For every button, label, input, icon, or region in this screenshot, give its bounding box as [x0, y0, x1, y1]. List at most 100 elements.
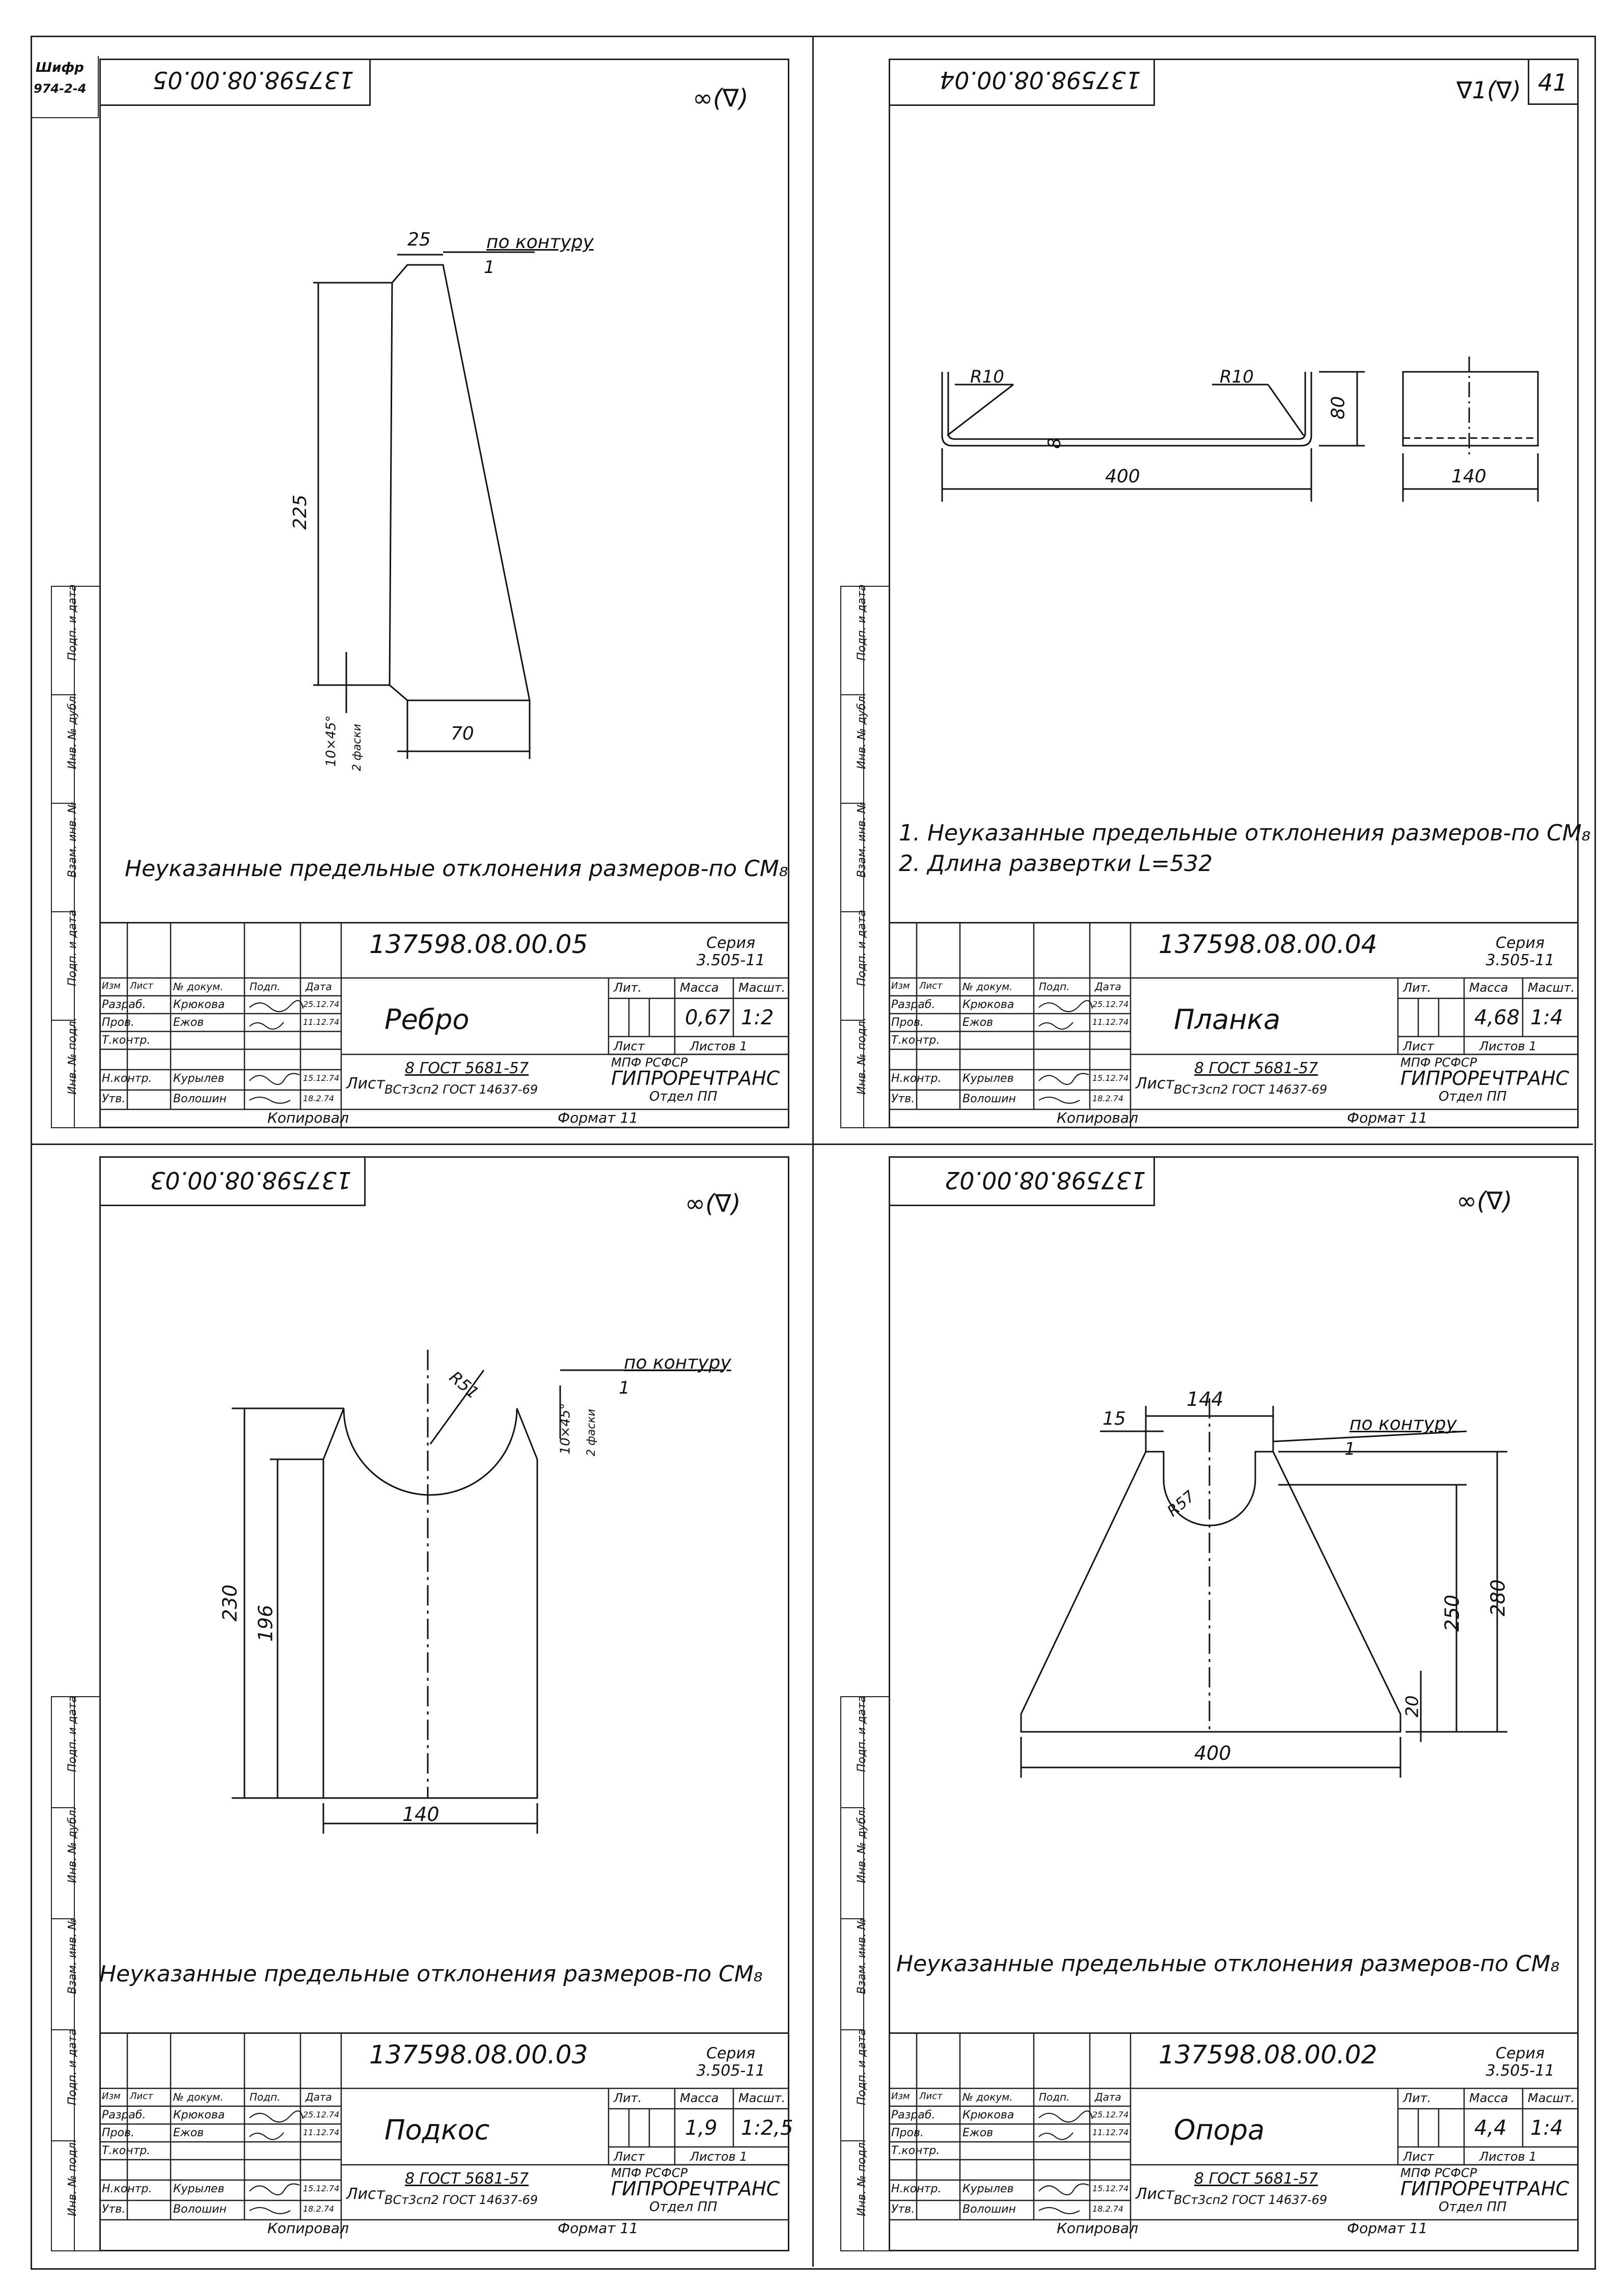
format-label: Формат 11: [558, 2220, 639, 2237]
label-scale: Масшт.: [738, 2091, 786, 2105]
side-strip-split: [74, 1696, 75, 2251]
sheet-2-dim-r10-left: R10: [970, 367, 1004, 387]
title-mass: 4,68: [1474, 1006, 1520, 1029]
label-sheet: Лист: [614, 1039, 645, 1053]
side-strip-divider: [840, 2140, 863, 2141]
approver-name: Волошин: [173, 1093, 227, 1105]
sheet-2-surface-mark: ∇1(∇): [1456, 76, 1521, 104]
sheet-2-page-number: 41: [1538, 69, 1568, 96]
checker-date: 11.12.74: [303, 2128, 340, 2137]
material-prefix: Лист: [346, 2185, 386, 2203]
ncontrol-name: Курылев: [173, 1072, 225, 1085]
approver-date: 18.2.74: [1092, 2204, 1124, 2214]
sheet-2-side-strip: [840, 586, 889, 1128]
material-prefix: Лист: [1136, 1075, 1175, 1093]
sheet-1-code-box: [99, 59, 371, 106]
title-series: Серия 3.505-11: [1485, 2045, 1555, 2080]
label-scale: Масшт.: [1528, 981, 1575, 995]
label-sheet-col: Лист: [919, 2091, 943, 2102]
label-ncontrol: Н.контр.: [102, 1072, 152, 1085]
title-part-name: Планка: [1174, 1003, 1281, 1036]
sheet-1-dim-25: 25: [407, 229, 431, 250]
label-sign: Подп.: [250, 981, 281, 993]
label-tcontrol: Т.контр.: [102, 2144, 151, 2157]
title-sheets-count: Листов 1: [1479, 1039, 1537, 1053]
org-line3: Отдел ПП: [649, 2199, 718, 2215]
copied-label: Копировал: [267, 2220, 349, 2237]
developer-date: 25.12.74: [303, 999, 340, 1009]
approver-date: 18.2.74: [303, 1094, 335, 1103]
title-scale: 1:4: [1530, 1006, 1563, 1029]
sheet-4-dim-contour: по контуру: [1350, 1413, 1457, 1434]
org-line1: МПФ РСФСР: [611, 1055, 688, 1070]
material-prefix: Лист: [1136, 2185, 1175, 2203]
sheet-3-code-box: [99, 1156, 366, 1206]
approver-date: 18.2.74: [1092, 1094, 1124, 1103]
label-change: Изм: [102, 981, 121, 991]
sheet-1-note: Неуказанные предельные отклонения размер…: [125, 856, 788, 882]
developer-name: Крюкова: [173, 2109, 225, 2121]
org-line3: Отдел ПП: [649, 1089, 718, 1104]
ncontrol-date: 15.12.74: [303, 1073, 340, 1083]
center-divider-vertical: [812, 36, 814, 2267]
developer-name: Крюкова: [962, 998, 1014, 1011]
side-strip-divider: [840, 586, 863, 587]
label-date: Дата: [1095, 981, 1121, 993]
sheet-1-frame: [99, 59, 789, 1128]
copied-label: Копировал: [267, 1109, 349, 1126]
label-ncontrol: Н.контр.: [891, 1072, 942, 1085]
approver-name: Волошин: [173, 2203, 227, 2216]
ncontrol-date: 15.12.74: [303, 2184, 340, 2193]
title-mass: 4,4: [1474, 2116, 1507, 2140]
label-date: Дата: [306, 981, 332, 993]
label-lit: Лит.: [614, 981, 642, 995]
sheet-2-frame: [889, 59, 1579, 1128]
label-lit: Лит.: [1403, 2091, 1432, 2105]
ncontrol-date: 15.12.74: [1092, 1073, 1129, 1083]
sheet-1-side-strip: [51, 586, 99, 1128]
sheet-3-side-strip: [51, 1696, 99, 2251]
side-strip-divider: [51, 694, 74, 695]
side-strip-divider: [840, 2029, 863, 2030]
checker-name: Ежов: [962, 2127, 994, 2139]
side-strip-divider: [51, 1807, 74, 1808]
label-sheet: Лист: [1403, 2149, 1434, 2164]
checker-date: 11.12.74: [1092, 2128, 1129, 2137]
org-line1: МПФ РСФСР: [1400, 1055, 1477, 1070]
title-block: [99, 922, 789, 1130]
sheet-3-surface-mark: ∞(∇): [685, 1189, 741, 1218]
side-strip-label: Подп. и дата: [856, 584, 868, 661]
label-approved: Утв.: [891, 1093, 915, 1105]
developer-date: 25.12.74: [1092, 999, 1129, 1009]
label-mass: Масса: [680, 981, 719, 995]
side-strip-label: Инв. № дубл.: [856, 1806, 868, 1883]
label-checked: Пров.: [891, 1016, 924, 1029]
sheet-4-side-strip: [840, 1696, 889, 2251]
title-part-name: Ребро: [384, 1003, 470, 1036]
title-series: Серия 3.505-11: [1485, 934, 1555, 969]
title-sheets-count: Листов 1: [1479, 2149, 1537, 2164]
label-sign: Подп.: [1039, 981, 1070, 993]
material-bottom: ВСт3сп2 ГОСТ 14637-69: [1174, 1082, 1328, 1097]
cipher-box: [32, 56, 99, 118]
label-lit: Лит.: [1403, 981, 1432, 995]
label-sheet-col: Лист: [130, 981, 153, 991]
material-top: 8 ГОСТ 5681-57: [1194, 1059, 1318, 1077]
side-strip-divider: [840, 911, 863, 912]
sheet-4-code-box: [889, 1156, 1155, 1206]
label-sheet: Лист: [614, 2149, 645, 2164]
side-strip-divider: [51, 1020, 74, 1021]
side-strip-label: Взам. инв. №: [856, 801, 868, 878]
side-strip-divider: [840, 694, 863, 695]
label-ncontrol: Н.контр.: [891, 2183, 942, 2195]
label-sheet: Лист: [1403, 1039, 1434, 1053]
label-doc: № докум.: [173, 2091, 224, 2103]
sheet-1-dim-70: 70: [451, 723, 474, 744]
copied-label: Копировал: [1057, 2220, 1138, 2237]
side-strip-divider: [840, 1918, 863, 1919]
title-code: 137598.08.00.04: [1159, 930, 1378, 959]
title-code: 137598.08.00.02: [1159, 2040, 1378, 2070]
approver-name: Волошин: [962, 2203, 1016, 2216]
